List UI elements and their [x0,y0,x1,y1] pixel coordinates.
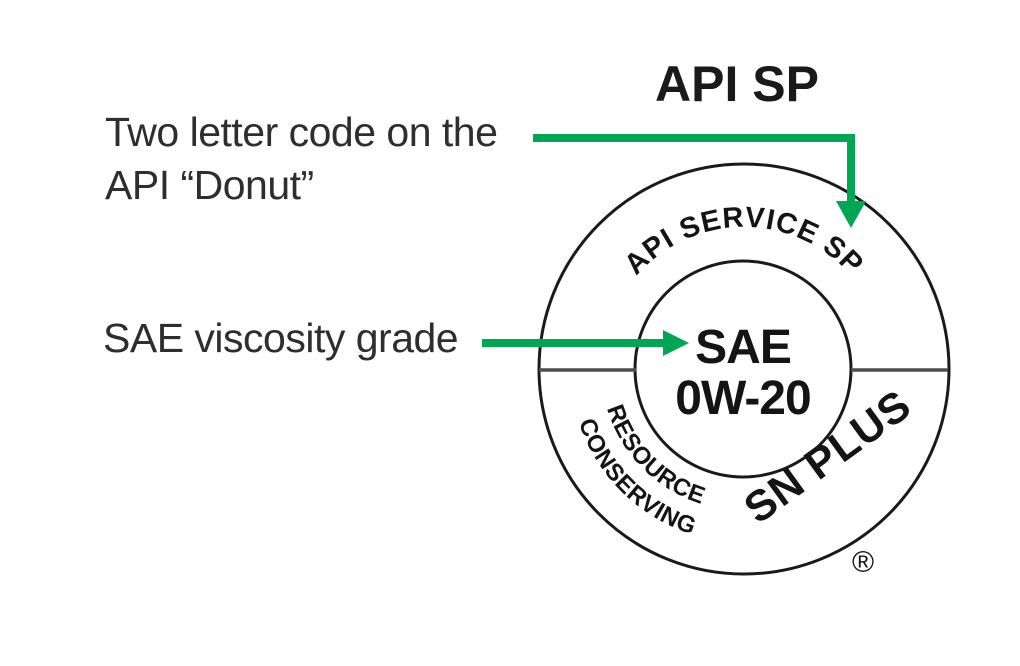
label-two-letter-code-line1: Two letter code on the [105,109,498,155]
label-two-letter-code: Two letter code on the API “Donut” [105,106,498,212]
arrow-two-letter-code-line [533,134,855,202]
label-two-letter-code-line2: API “Donut” [105,162,314,208]
registered-trademark-symbol: ® [852,546,874,579]
arrow-two-letter-code-head-icon [836,201,866,228]
donut-center-grade: 0W-20 [675,372,810,425]
donut-center-sae: SAE [695,321,791,374]
label-sae-viscosity-grade: SAE viscosity grade [103,315,459,361]
arrow-viscosity-head-icon [663,330,689,356]
figure-title: API SP [655,56,819,112]
